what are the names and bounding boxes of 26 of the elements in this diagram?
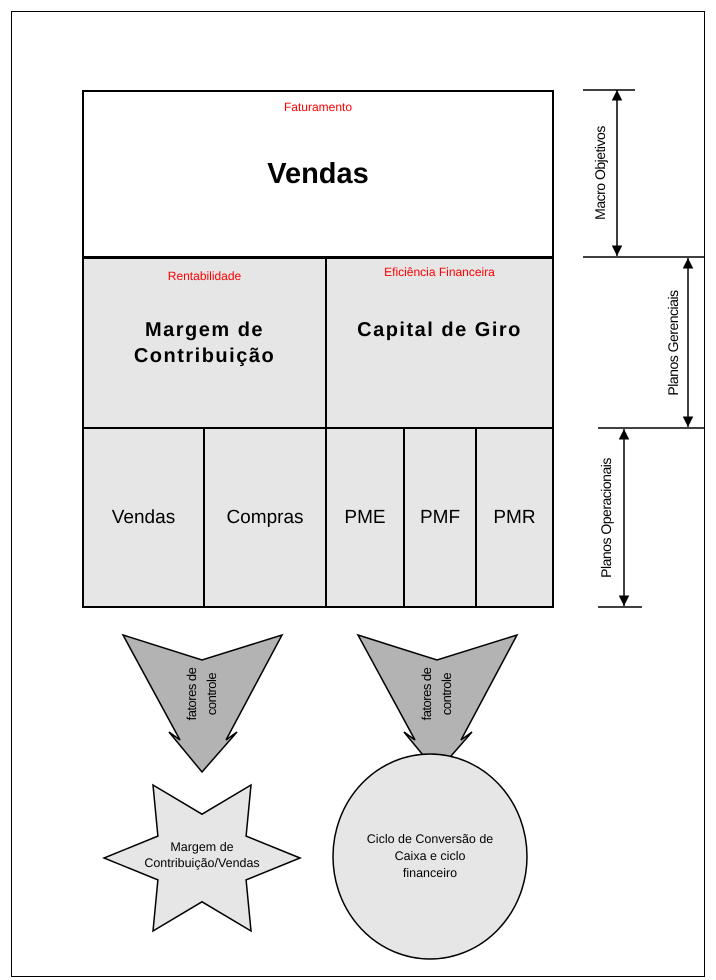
panel-cell — [203, 427, 327, 608]
panel-box — [82, 90, 554, 258]
panel-title: Vendas — [266, 158, 370, 191]
arrow-label: fatores de controle — [418, 666, 455, 722]
panel-cell — [475, 427, 554, 608]
cell-label: Compras — [226, 506, 304, 528]
section-heading: Rentabilidade — [166, 269, 242, 283]
dimension-label: Macro Objetivos — [592, 126, 608, 220]
cell-label: PMF — [420, 506, 460, 528]
section-heading: Eficiência Financeira — [383, 265, 496, 279]
dimension-label: Planos Gerenciais — [665, 290, 681, 396]
panel-title: Capital de Giro — [356, 318, 523, 343]
panel-box — [325, 257, 554, 429]
panel-cell — [325, 427, 405, 608]
arrow-label: fatores de controle — [183, 666, 220, 722]
panel-cell — [403, 427, 477, 608]
panel-box — [82, 257, 327, 429]
cell-label: Vendas — [112, 506, 176, 528]
circle-label: Ciclo de Conversão de Caixa e ciclo financeiro — [366, 831, 494, 882]
dimension-label: Planos Operacionais — [598, 458, 614, 578]
cell-label: PME — [344, 506, 386, 528]
star-label: Margem de Contribuição/Vendas — [143, 839, 261, 871]
panel-title: Margem de Contribuição — [132, 318, 276, 369]
cell-label: PMR — [493, 506, 536, 528]
panel-cell — [82, 427, 205, 608]
section-heading: Faturamento — [282, 100, 354, 114]
